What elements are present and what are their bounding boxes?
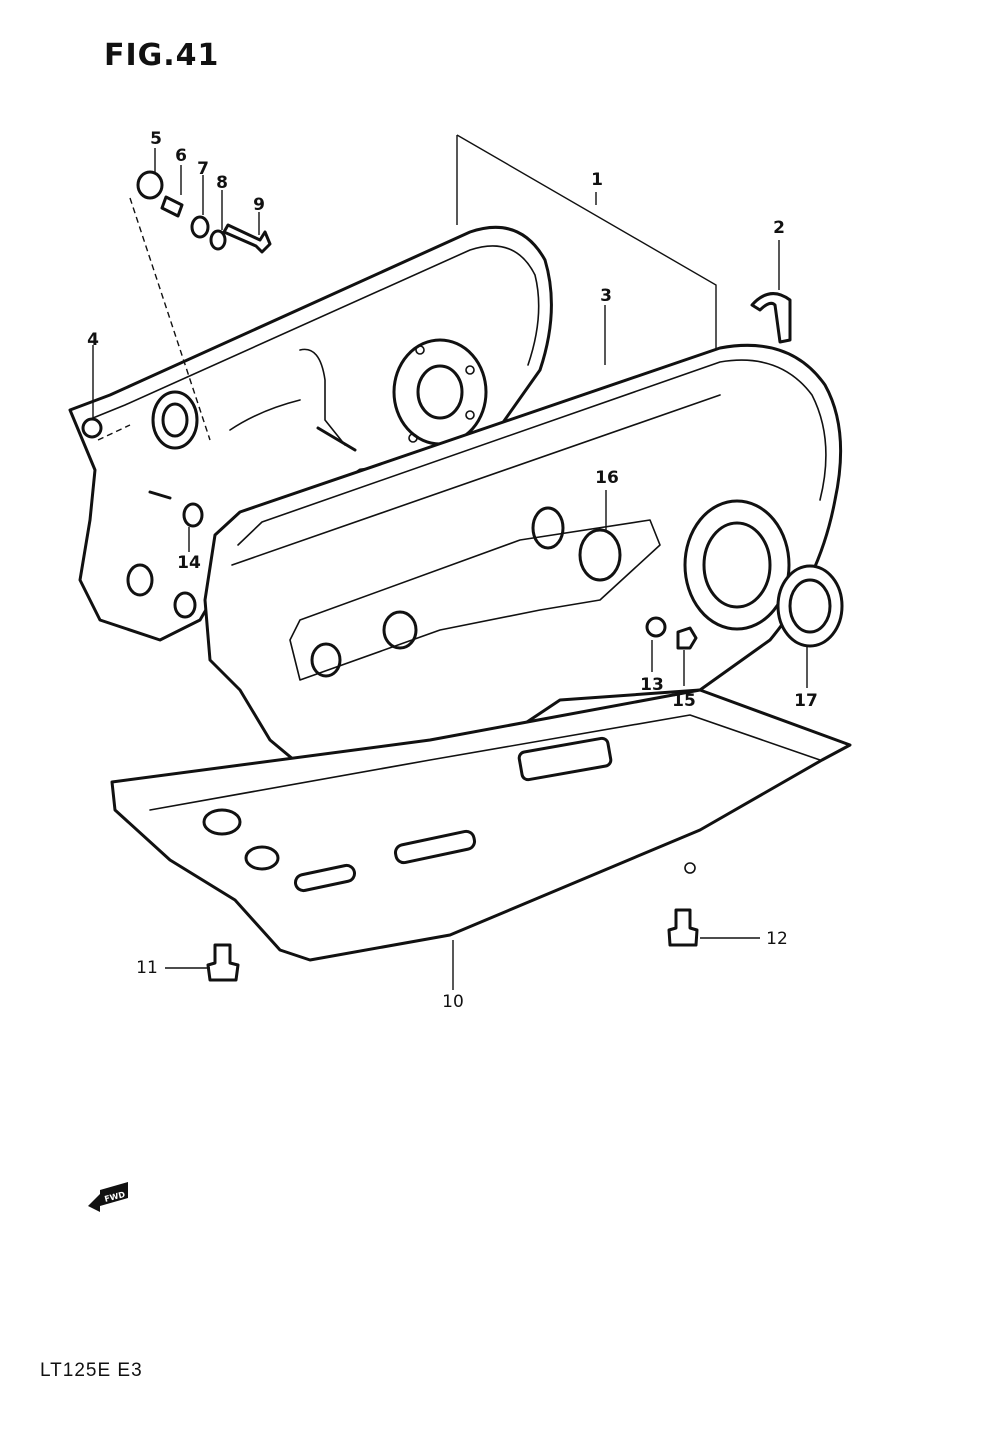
model-code: LT125E E3 bbox=[40, 1360, 143, 1381]
callout-13: 13 bbox=[640, 675, 664, 695]
callout-4: 4 bbox=[87, 330, 99, 350]
callout-10: 10 bbox=[442, 992, 464, 1012]
collar-6 bbox=[160, 195, 184, 218]
callout-12: 12 bbox=[766, 929, 788, 949]
bolt-9 bbox=[222, 223, 272, 254]
outer-chain-case bbox=[203, 343, 843, 802]
callout-14: 14 bbox=[177, 553, 201, 573]
callout-16: 16 bbox=[595, 468, 619, 488]
callout-17: 17 bbox=[794, 691, 818, 711]
guard-plate bbox=[110, 688, 852, 962]
callout-3: 3 bbox=[600, 286, 612, 306]
callout-6: 6 bbox=[175, 146, 187, 166]
clip bbox=[750, 292, 792, 344]
callout-9: 9 bbox=[253, 195, 265, 215]
callout-11: 11 bbox=[136, 958, 158, 978]
callout-2: 2 bbox=[773, 218, 785, 238]
bolt-12 bbox=[667, 908, 699, 947]
callout-8: 8 bbox=[216, 173, 228, 193]
lock-washer-8 bbox=[209, 229, 227, 251]
callout-5: 5 bbox=[150, 129, 162, 149]
washer-7 bbox=[190, 215, 210, 239]
leader-lines bbox=[92, 134, 808, 990]
callout-1: 1 bbox=[591, 170, 603, 190]
grommet-5 bbox=[136, 170, 164, 200]
inner-chain-case bbox=[68, 225, 553, 642]
callout-7: 7 bbox=[197, 159, 209, 179]
washer-14 bbox=[182, 502, 204, 528]
callout-15: 15 bbox=[672, 691, 696, 711]
figure-title: FIG.41 bbox=[104, 38, 220, 73]
bolt-11 bbox=[206, 943, 240, 982]
oil-seal bbox=[776, 564, 844, 648]
fwd-arrow-icon: FWD bbox=[88, 1182, 128, 1212]
